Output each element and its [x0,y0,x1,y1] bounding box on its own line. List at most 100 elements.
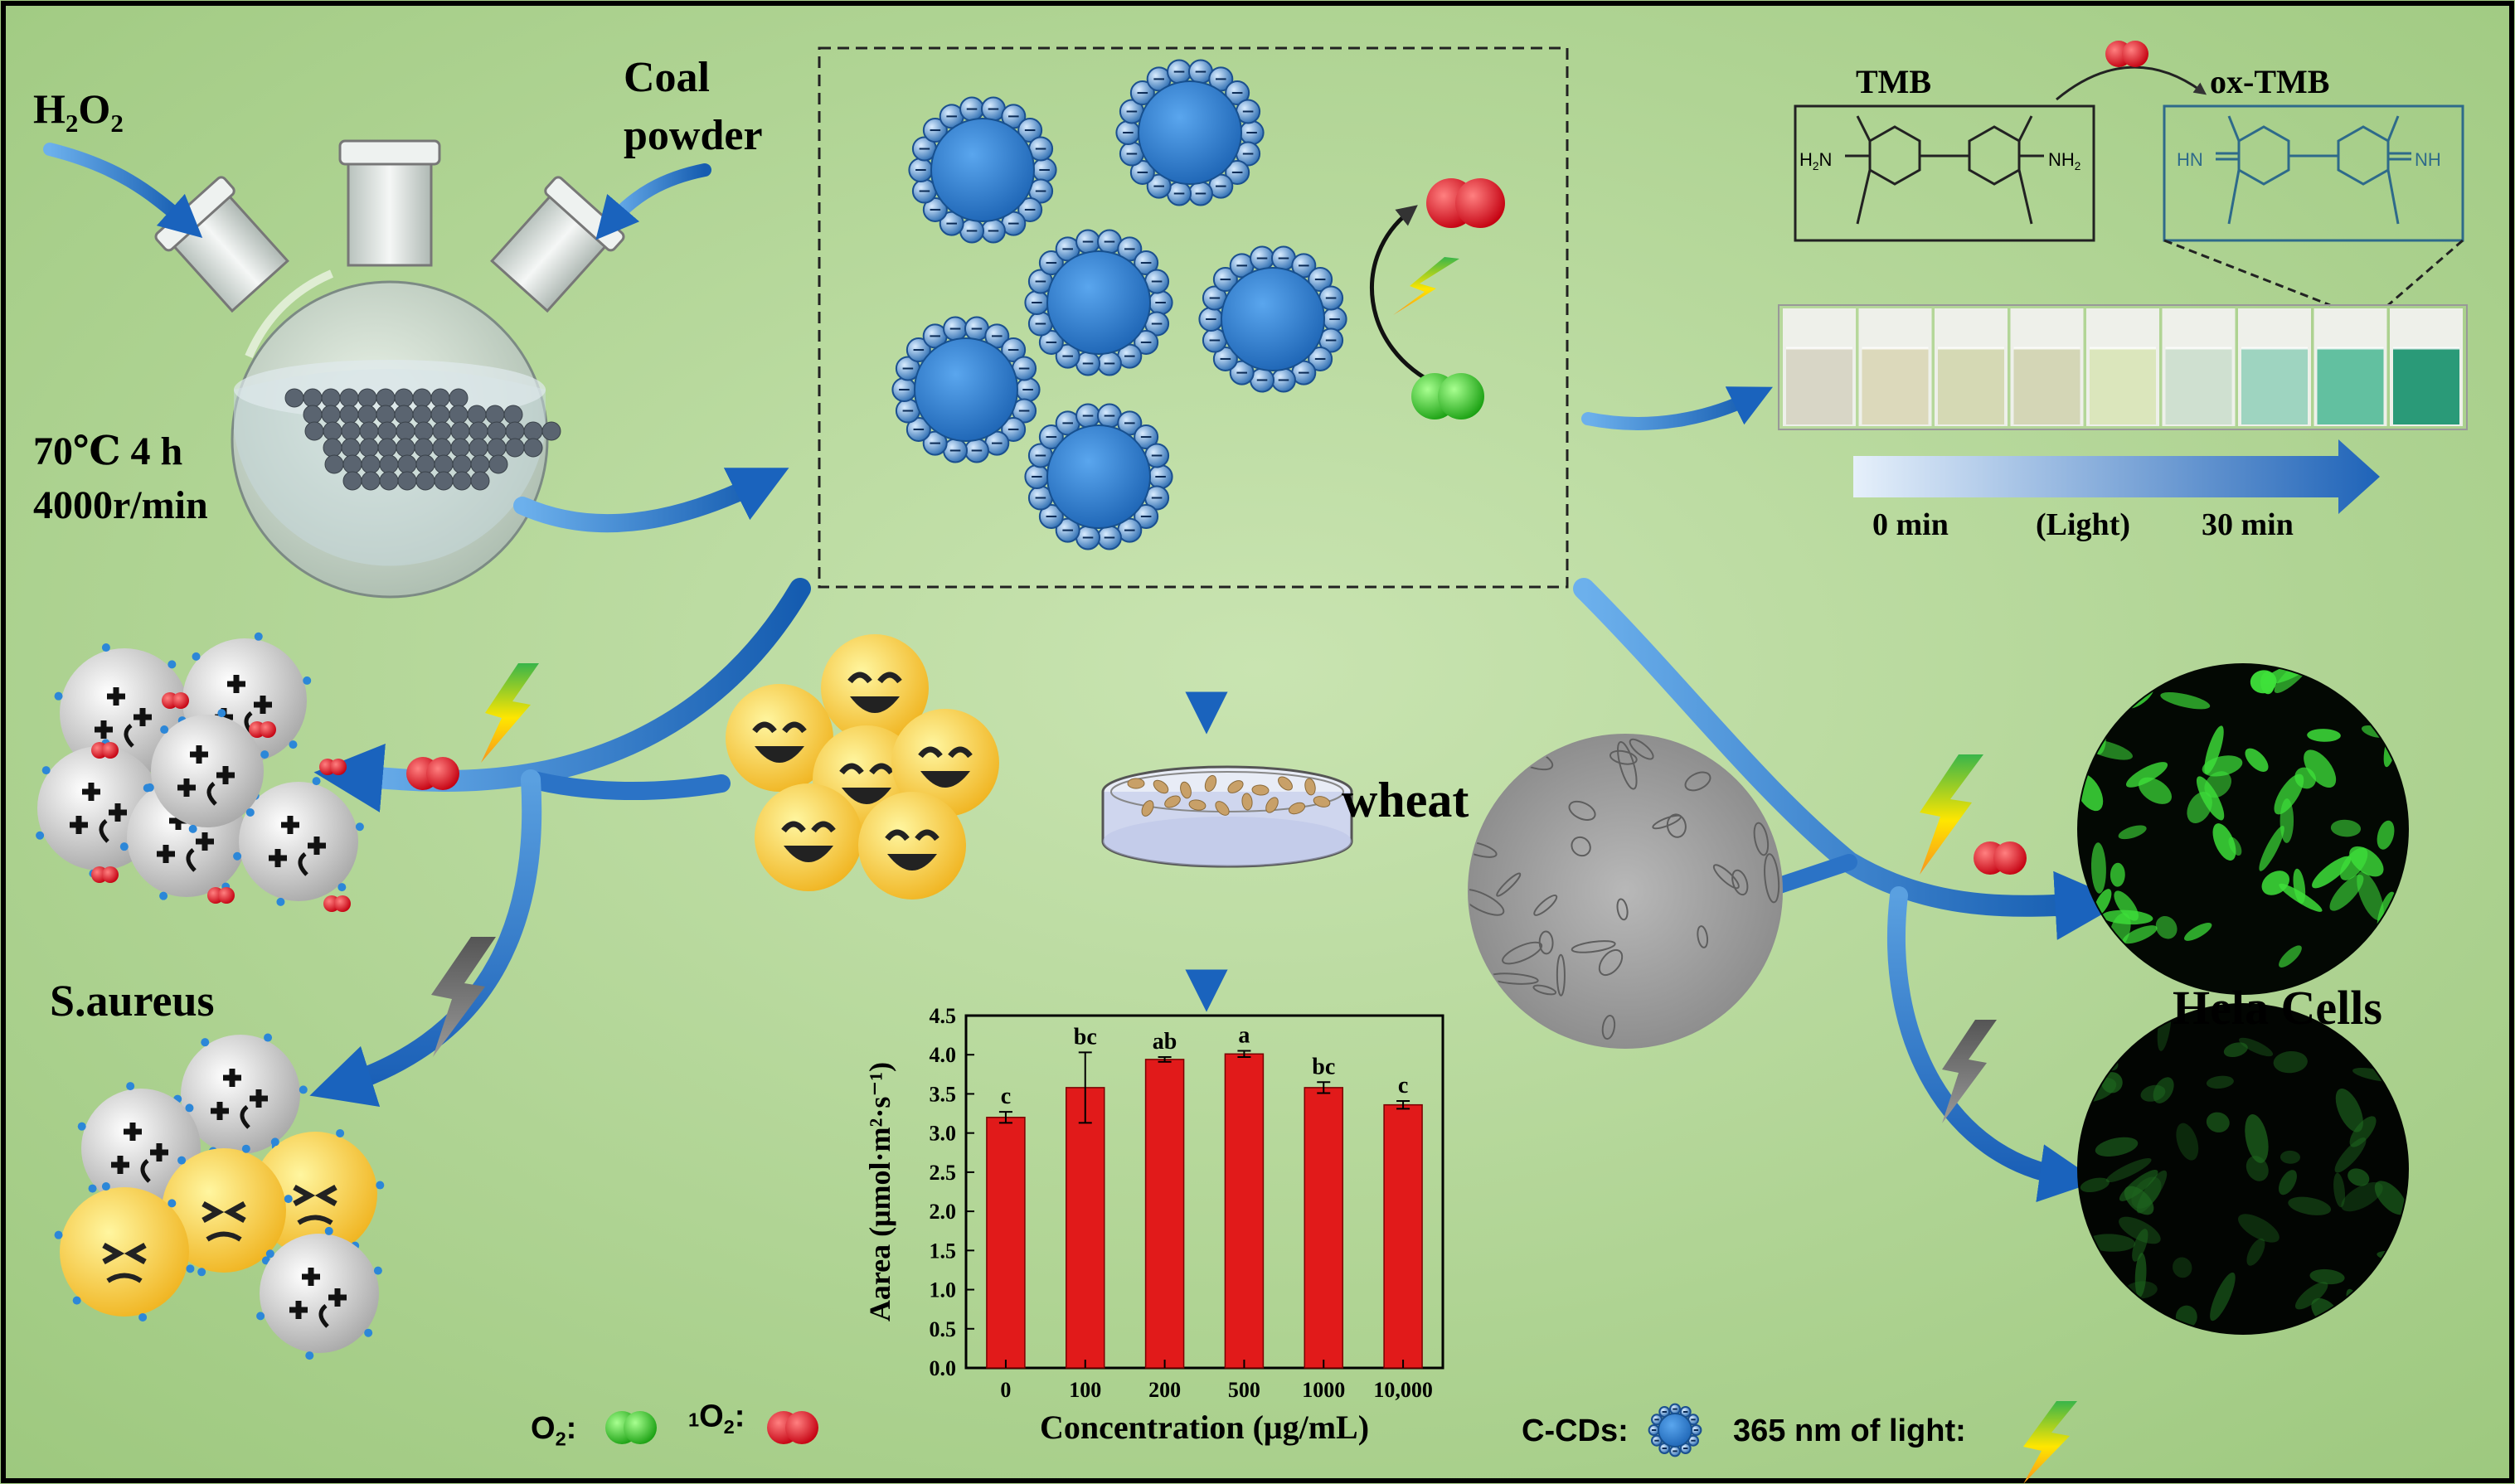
wheat-seeds [1127,774,1331,817]
singlet-oxygen-near-hela [1974,841,2027,875]
smiley-cluster [726,634,999,900]
tmb-structure-box [1794,104,2095,242]
smiley-to-branch-connector [522,770,731,801]
smiley-face-icon [891,709,999,817]
bacterium [256,1226,382,1360]
y-tick-label: 1.5 [930,1239,957,1263]
legend-light-bolt-icon [2023,1401,2077,1484]
bar [1304,1087,1343,1369]
tmb-right-group: NH2 [2048,149,2080,172]
legend-singlet-o2-label: 1O2: [688,1399,745,1438]
coal-particles [284,388,561,491]
bar [1144,1059,1185,1369]
petri-dish [1101,765,1353,868]
y-tick-label: 2.5 [930,1161,957,1185]
significance-letter: ab [1153,1029,1177,1055]
smiley-face-icon [858,792,966,900]
reaction-arc [1370,205,1440,388]
oxtmb-right-group: NH [2415,149,2441,170]
bacterium [145,709,269,833]
hela-fluorescence-light [2077,663,2409,995]
no-light-bolt-icon [431,937,496,1057]
light-bolt-bacteria-icon [481,663,539,763]
bacteria-label: S.aureus [50,976,215,1026]
time-start-label: 0 min [1872,507,1949,542]
coal-label-line2: powder [624,112,763,159]
oxtmb-structure-box [2163,104,2464,242]
bacteria-dark-arrow [309,769,542,1108]
tmb-to-oxtmb-arrow [2056,41,2207,101]
y-axis-label: Aarea (μmol·m²·s⁻¹) [863,1062,896,1322]
bacteria-cluster-top [36,632,364,912]
carbon-dot [908,96,1057,244]
wheat-label: wheat [1342,773,1469,827]
no-light-bolt-hela-icon [1942,1020,1997,1123]
carbon-dot [1024,403,1173,550]
ccds-to-bacteria-arrow [313,578,811,812]
y-tick-label: 3.0 [930,1122,957,1146]
y-tick-label: 4.0 [930,1043,957,1067]
significance-letter: c [1398,1073,1408,1098]
cuvette-frame [1778,304,2468,430]
ccds-box [818,46,1569,589]
oxtmb-left-group: HN [2177,149,2203,170]
h2o2-arrow [43,143,203,239]
x-tick-label: 0 [1000,1378,1011,1402]
tmb-label: TMB [1856,63,1931,100]
singlet-oxygen-near-bacteria [406,757,459,790]
y-tick-label: 0.5 [930,1317,957,1341]
dead-bacterium [155,1144,293,1277]
zoom-lines [2163,239,2464,307]
time-light-label: (Light) [2036,507,2130,542]
legend-ccd-icon [1648,1403,1702,1457]
hela-label: Hela Cells [2173,981,2382,1035]
y-tick-label: 1.0 [930,1278,957,1302]
carbon-dot [1024,229,1173,376]
legend-o2-label: O2: [531,1411,576,1449]
x-tick-label: 10,000 [1373,1378,1433,1402]
bar [1383,1103,1423,1369]
time-end-label: 30 min [2202,507,2294,542]
significance-letter: bc [1312,1054,1335,1079]
significance-letter: c [1001,1084,1011,1109]
cuvette-strip [1783,308,2463,426]
tmb-left-group: H2N [1799,149,1832,172]
coal-label-line1: Coal [624,54,710,101]
y-tick-label: 2.0 [930,1200,957,1224]
x-axis-label: Concentration (μg/mL) [1040,1409,1369,1446]
carbon-dot [891,316,1041,463]
condition-label-line1: 70℃ 4 h [33,429,182,473]
condition-label-line2: 4000r/min [33,483,208,527]
oxygen-molecule [1411,373,1484,419]
significance-letter: a [1238,1023,1250,1049]
hela-dark-arrow [1887,886,2098,1203]
x-tick-label: 500 [1228,1378,1260,1402]
ox-tmb-label: ox-TMB [2210,63,2329,100]
carbon-dot [1198,245,1347,393]
legend-o2-icon [605,1411,657,1444]
y-tick-label: 4.5 [930,1004,957,1028]
coal-arrow [595,163,711,240]
tmb-structure [1845,115,2044,225]
singlet-oxygen-molecule [1426,178,1505,228]
smiley-face-icon [755,783,862,891]
bacterium [233,777,364,906]
bar-chart: 0.00.51.01.52.02.53.03.54.04.5c0bc100ab2… [863,1004,1444,1446]
flask-to-ccds-arrow [513,468,789,533]
smiley-face-icon [821,634,929,742]
bar [1066,1087,1105,1369]
h2o2-label: H2O2 [33,85,124,138]
significance-letter: bc [1074,1024,1097,1050]
ccds-to-hela-arrow [1573,578,2124,940]
bacterium [173,1033,308,1156]
ccds-to-tmb-arrow [1581,386,1773,430]
bacteria-cluster-bottom [54,1033,385,1360]
dead-bacterium [54,1182,195,1322]
carbon-dots-cluster [891,59,1347,550]
bar [1224,1053,1265,1369]
plot-frame [964,1014,1444,1370]
legend-ccds-label: C-CDs: [1522,1414,1629,1448]
